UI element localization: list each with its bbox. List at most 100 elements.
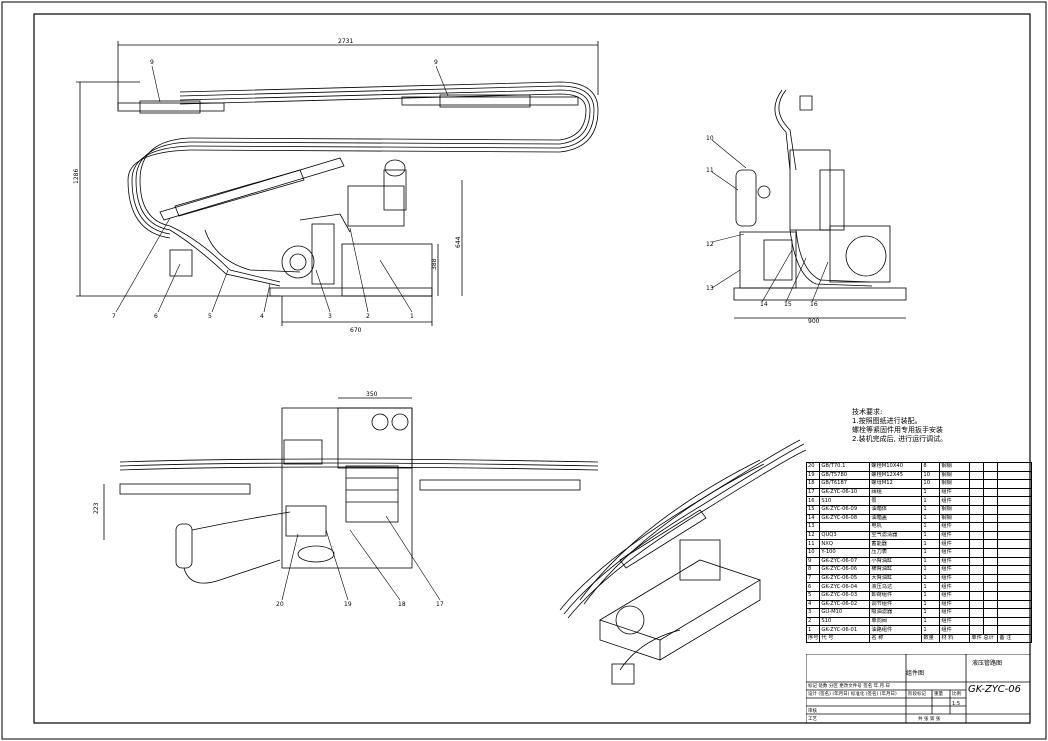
bom-empty [969,590,985,601]
bom-quantity: 1 [921,539,941,549]
bom-material: 组件 [939,539,971,549]
bom-number: 1 [805,625,821,635]
bom-number: 19 [805,470,821,481]
inner-frame [33,13,1031,724]
bom-code: GB/T6187 [819,479,871,489]
bom-code: GK-ZYC-06-04 [819,582,871,592]
bom-empty [997,616,1033,627]
bom-number: 11 [805,539,821,549]
notes-line: 1.按照图纸进行装配。 [852,417,922,425]
bom-material: 组件 [939,522,971,532]
bom-empty [997,625,1033,635]
bom-number: 4 [805,599,821,610]
bom-quantity: 1 [921,590,941,601]
bom-empty [997,556,1033,567]
bom-empty [969,582,985,592]
bom-empty [969,487,985,498]
bom-empty [983,487,999,498]
bom-material: 组件 [939,590,971,601]
bom-empty [997,565,1033,575]
bom-code: QUQ3 [819,530,871,541]
dim-front-h2: 644 [455,236,462,248]
bom-empty [969,573,985,584]
bom-material: 组件 [939,573,971,584]
bom-quantity: 1 [921,522,941,532]
callout-label: 6 [154,313,158,320]
bom-material: 组件 [939,556,971,567]
bom-number: 12 [805,530,821,541]
bom-empty [969,504,985,515]
bom-quantity: 1 [921,496,941,506]
front-callout-labels: 9 9 7 6 5 4 3 2 1 [112,59,438,320]
front-dimension-labels: 2731 1286 644 388 670 [73,38,462,334]
callout-label: 3 [328,313,332,320]
bom-quantity: 8 [921,462,941,472]
bom-name: 阀组 [869,487,923,498]
bom-empty [969,513,985,524]
bom-empty [983,608,999,618]
bom-code: GU-M10 [819,608,871,618]
bom-code: S10 [819,616,871,627]
callout-label: 15 [784,301,792,308]
bom-empty [983,547,999,558]
bom-header-material: 材 料 [939,633,971,644]
callout-label: 9 [434,59,438,66]
bom-empty [969,496,985,506]
bom-empty [983,470,999,481]
bom-header-name: 名 称 [869,633,923,644]
notes-title: 技术要求: [852,408,883,416]
bom-number: 6 [805,582,821,592]
bom-empty [969,616,985,627]
bom-empty [969,547,985,558]
bom-code: GK-ZYC-06-07 [819,556,871,567]
bom-quantity: 1 [921,616,941,627]
weight-label: 重量 [934,692,943,697]
bom-empty [969,462,985,472]
top-labels: 350 223 20 19 18 17 [93,391,444,608]
bom-header-weight: 单件 总计 [969,633,999,644]
notes-line: 螺栓等紧固件用专用扳手安装 [852,426,943,434]
callout-label: 12 [706,241,714,248]
bom-number: 17 [805,487,821,498]
bom-name: 螺栓M12X45 [869,470,923,481]
bom-number: 5 [805,590,821,601]
bom-quantity: 1 [921,573,941,584]
bom-empty [983,513,999,524]
dim-top-offset: 223 [93,502,100,514]
bom-empty [997,539,1033,549]
callout-label: 10 [706,135,714,142]
bom-empty [969,470,985,481]
bom-empty [997,504,1033,515]
bom-empty [997,513,1033,524]
bom-name: 液压马达 [869,582,923,592]
callout-label: 20 [276,601,284,608]
bom-quantity: 1 [921,599,941,610]
bom-number: 14 [805,513,821,524]
bom-quantity: 1 [921,530,941,541]
bom-code: GK-ZYC-06-05 [819,573,871,584]
bom-name: 吸油滤器 [869,608,923,618]
bom-code: GK-ZYC-06-10 [819,487,871,498]
bom-material: 组件 [939,608,971,618]
bom-empty [983,522,999,532]
bom-name: 空气滤清器 [869,530,923,541]
top-view [103,397,599,584]
callout-label: 1 [410,313,414,320]
bom-header: 序号代 号名 称数量材 料单件 总计备 注 [805,633,1033,644]
bom-name: 单向阀 [869,616,923,627]
bom-empty [983,590,999,601]
bom-name: 油箱体 [869,504,923,515]
callout-label: 5 [208,313,212,320]
bom-number: 9 [805,556,821,567]
bom-number: 13 [805,522,821,532]
bom-code: GK-ZYC-06-02 [819,599,871,610]
callout-label: 2 [366,313,370,320]
bom-empty [997,496,1033,506]
bom-name: 卸荷组件 [869,590,923,601]
